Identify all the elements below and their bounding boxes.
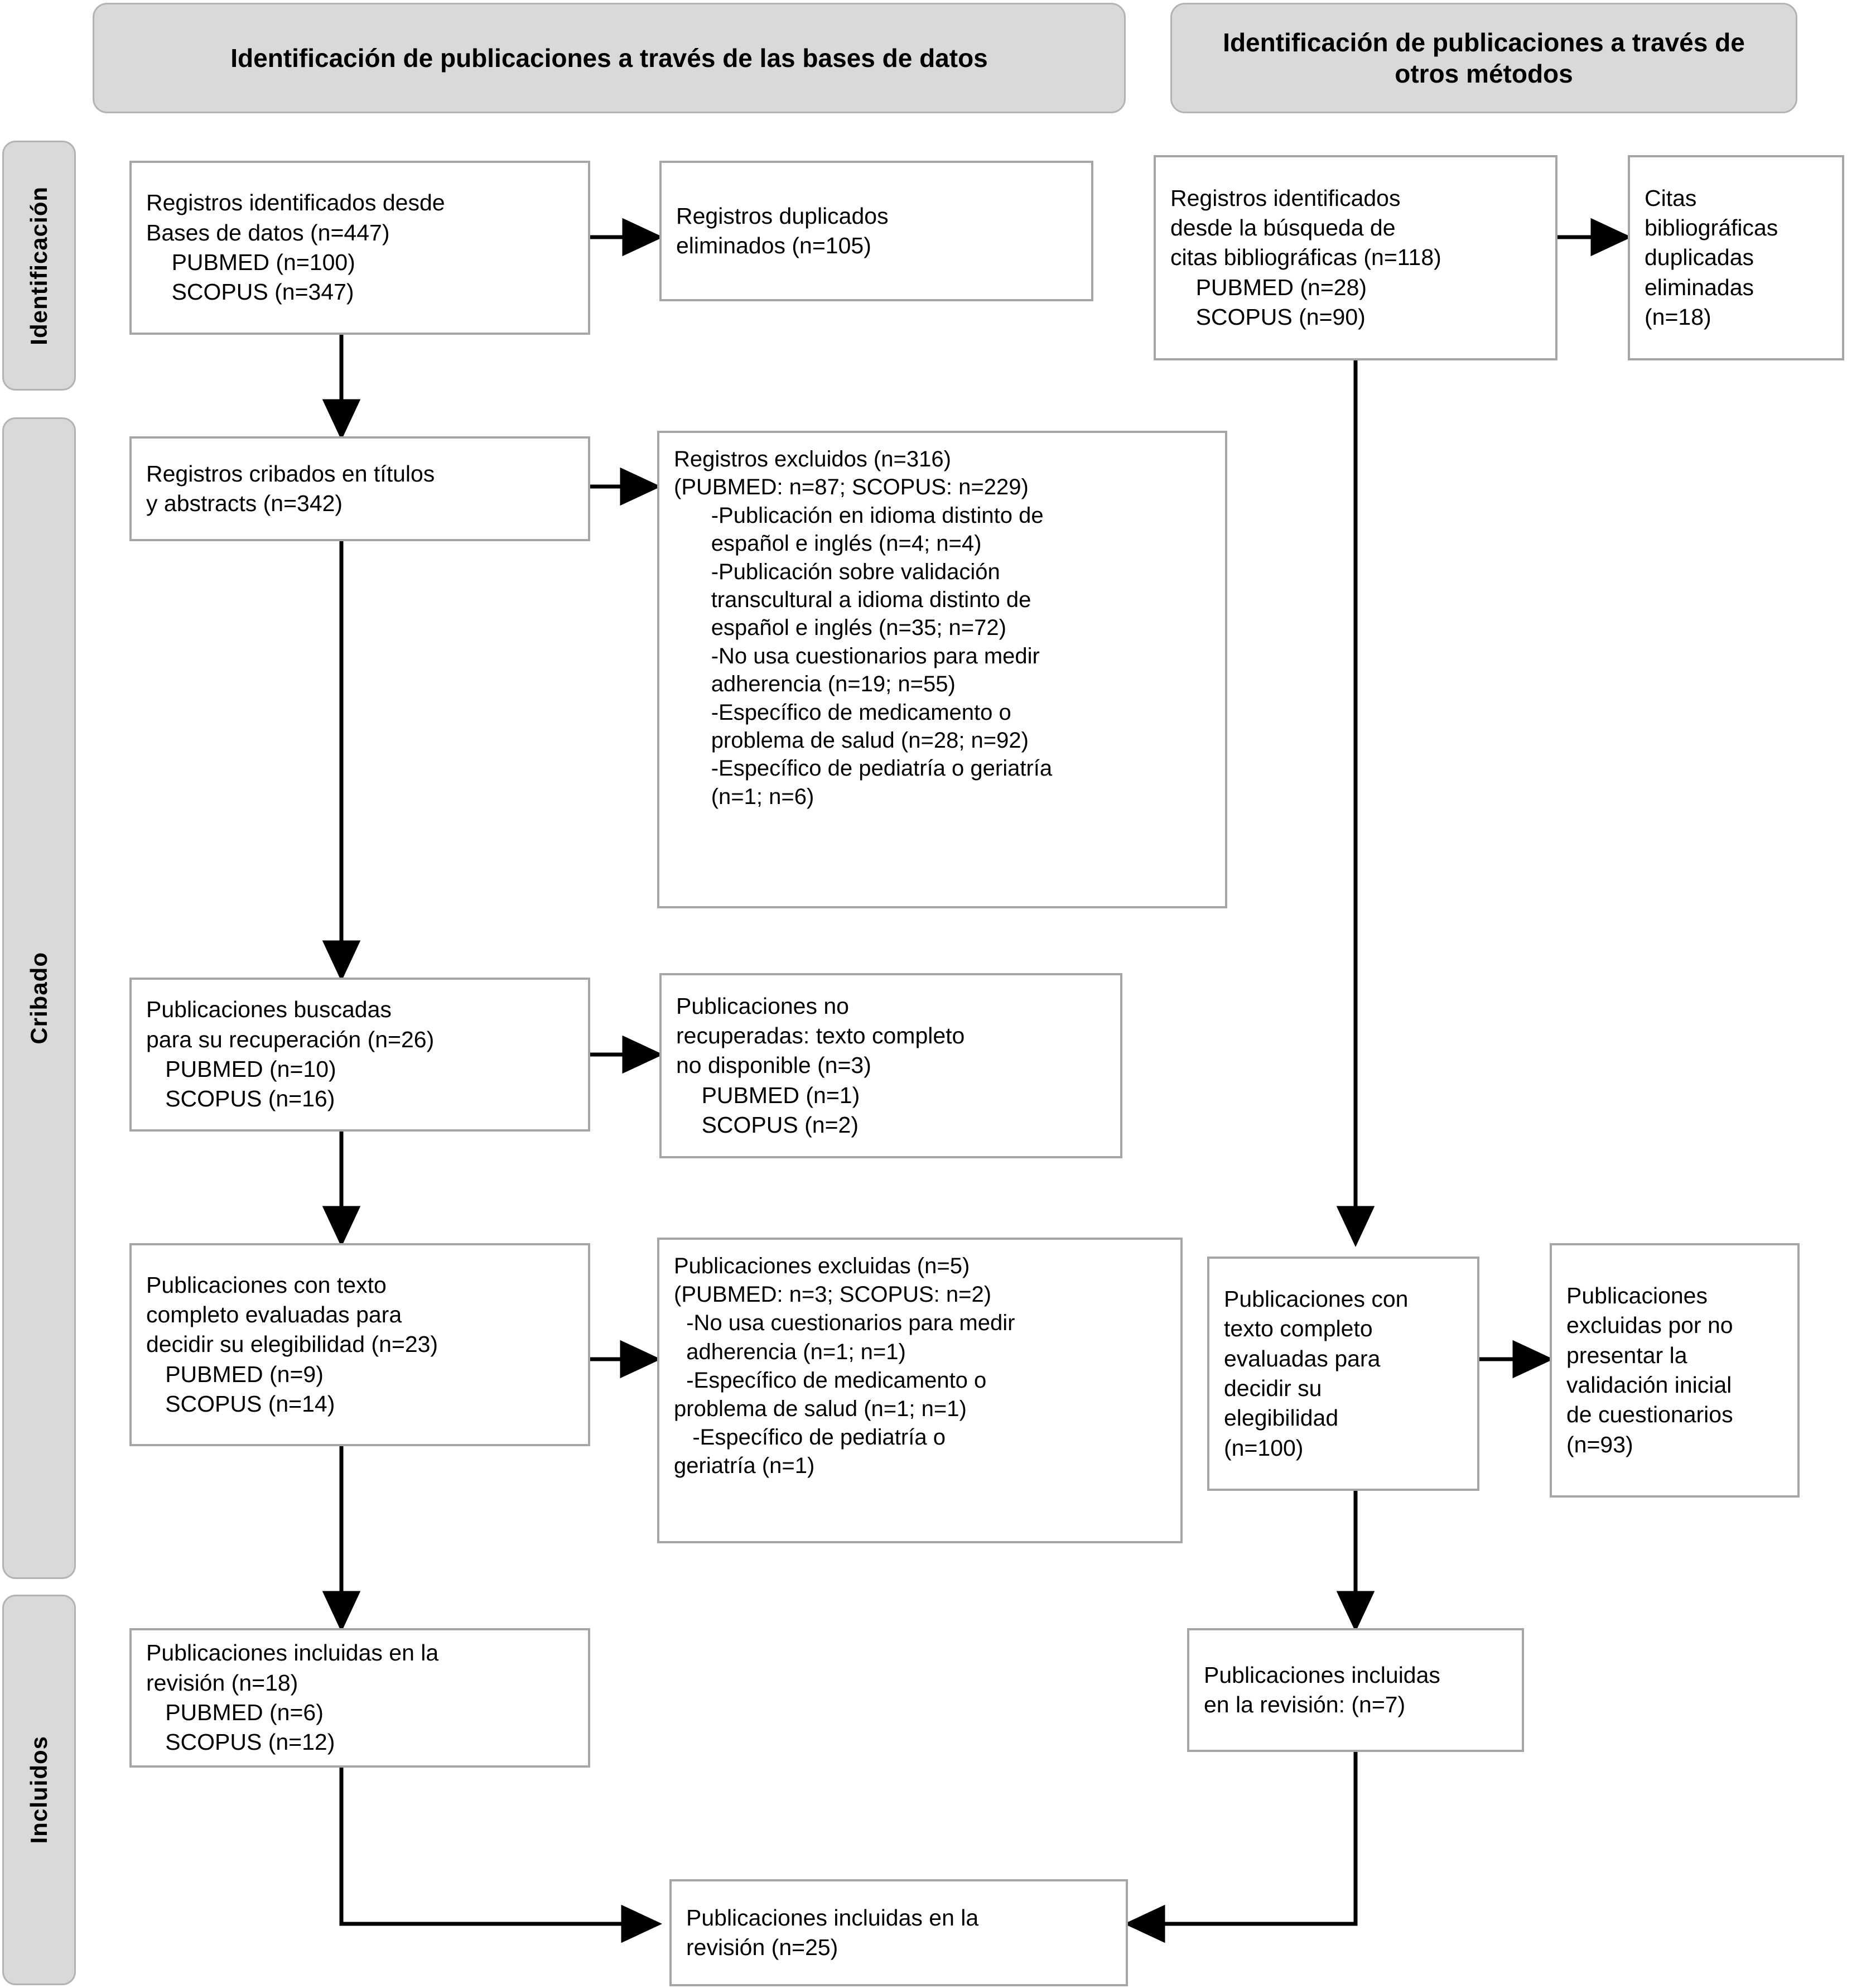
node-duplicates-removed: Registros duplicados eliminados (n=105) [659, 161, 1093, 301]
stage-sidebar-identification: Identificación [2, 141, 76, 391]
node-records-identified-databases-text: Registros identificados desde Bases de d… [146, 190, 445, 305]
node-included-databases-text: Publicaciones incluidas en la revisión (… [146, 1640, 439, 1755]
stage-sidebar-included: Incluidos [2, 1595, 76, 1985]
node-publications-sought: Publicaciones buscadas para su recuperac… [129, 978, 590, 1132]
node-publications-not-retrieved-text: Publicaciones no recuperadas: texto comp… [676, 993, 965, 1138]
stage-screening-label: Cribado [26, 952, 52, 1044]
node-included-total-text: Publicaciones incluidas en la revisión (… [686, 1904, 979, 1960]
header-other-methods-label: Identificación de publicaciones a través… [1223, 27, 1745, 88]
node-included-databases: Publicaciones incluidas en la revisión (… [129, 1628, 590, 1768]
node-publications-excluded-databases-text: Publicaciones excluidas (n=5) (PUBMED: n… [674, 1254, 1015, 1479]
node-records-identified-citations-text: Registros identificados desde la búsqued… [1170, 185, 1441, 330]
node-publications-excluded-databases: Publicaciones excluidas (n=5) (PUBMED: n… [657, 1238, 1183, 1543]
stage-identification-label: Identificación [26, 186, 52, 345]
node-records-excluded: Registros excluidos (n=316) (PUBMED: n=8… [657, 431, 1227, 908]
node-citation-duplicates-removed-text: Citas bibliográficas duplicadas eliminad… [1645, 185, 1778, 330]
wire-included-db-to-total [339, 1768, 662, 1943]
stage-sidebar-screening: Cribado [2, 417, 76, 1579]
node-records-screened: Registros cribados en títulos y abstract… [129, 436, 590, 541]
node-duplicates-removed-text: Registros duplicados eliminados (n=105) [676, 203, 889, 258]
node-publications-not-retrieved: Publicaciones no recuperadas: texto comp… [659, 973, 1122, 1158]
node-fulltext-assessed-databases-text: Publicaciones con texto completo evaluad… [146, 1272, 438, 1417]
node-publications-sought-text: Publicaciones buscadas para su recuperac… [146, 997, 435, 1112]
node-records-screened-text: Registros cribados en títulos y abstract… [146, 460, 435, 516]
wire-included-other-to-total [1124, 1752, 1358, 1943]
node-records-excluded-text: Registros excluidos (n=316) (PUBMED: n=8… [674, 447, 1053, 809]
header-other-methods: Identificación de publicaciones a través… [1170, 3, 1797, 113]
node-fulltext-assessed-other: Publicaciones con texto completo evaluad… [1207, 1257, 1479, 1491]
node-fulltext-assessed-databases: Publicaciones con texto completo evaluad… [129, 1243, 590, 1446]
node-included-total: Publicaciones incluidas en la revisión (… [669, 1879, 1128, 1986]
node-records-identified-citations: Registros identificados desde la búsqued… [1154, 155, 1557, 360]
node-included-other: Publicaciones incluidas en la revisión: … [1187, 1628, 1524, 1752]
header-databases: Identificación de publicaciones a través… [93, 3, 1126, 113]
node-fulltext-assessed-other-text: Publicaciones con texto completo evaluad… [1224, 1286, 1409, 1461]
node-publications-excluded-other-text: Publicaciones excluidas por no presentar… [1566, 1283, 1733, 1457]
node-included-other-text: Publicaciones incluidas en la revisión: … [1204, 1662, 1440, 1717]
node-publications-excluded-other: Publicaciones excluidas por no presentar… [1550, 1243, 1800, 1498]
node-records-identified-databases: Registros identificados desde Bases de d… [129, 161, 590, 335]
stage-included-label: Incluidos [26, 1736, 52, 1844]
header-databases-label: Identificación de publicaciones a través… [230, 43, 988, 73]
node-citation-duplicates-removed: Citas bibliográficas duplicadas eliminad… [1628, 155, 1844, 360]
